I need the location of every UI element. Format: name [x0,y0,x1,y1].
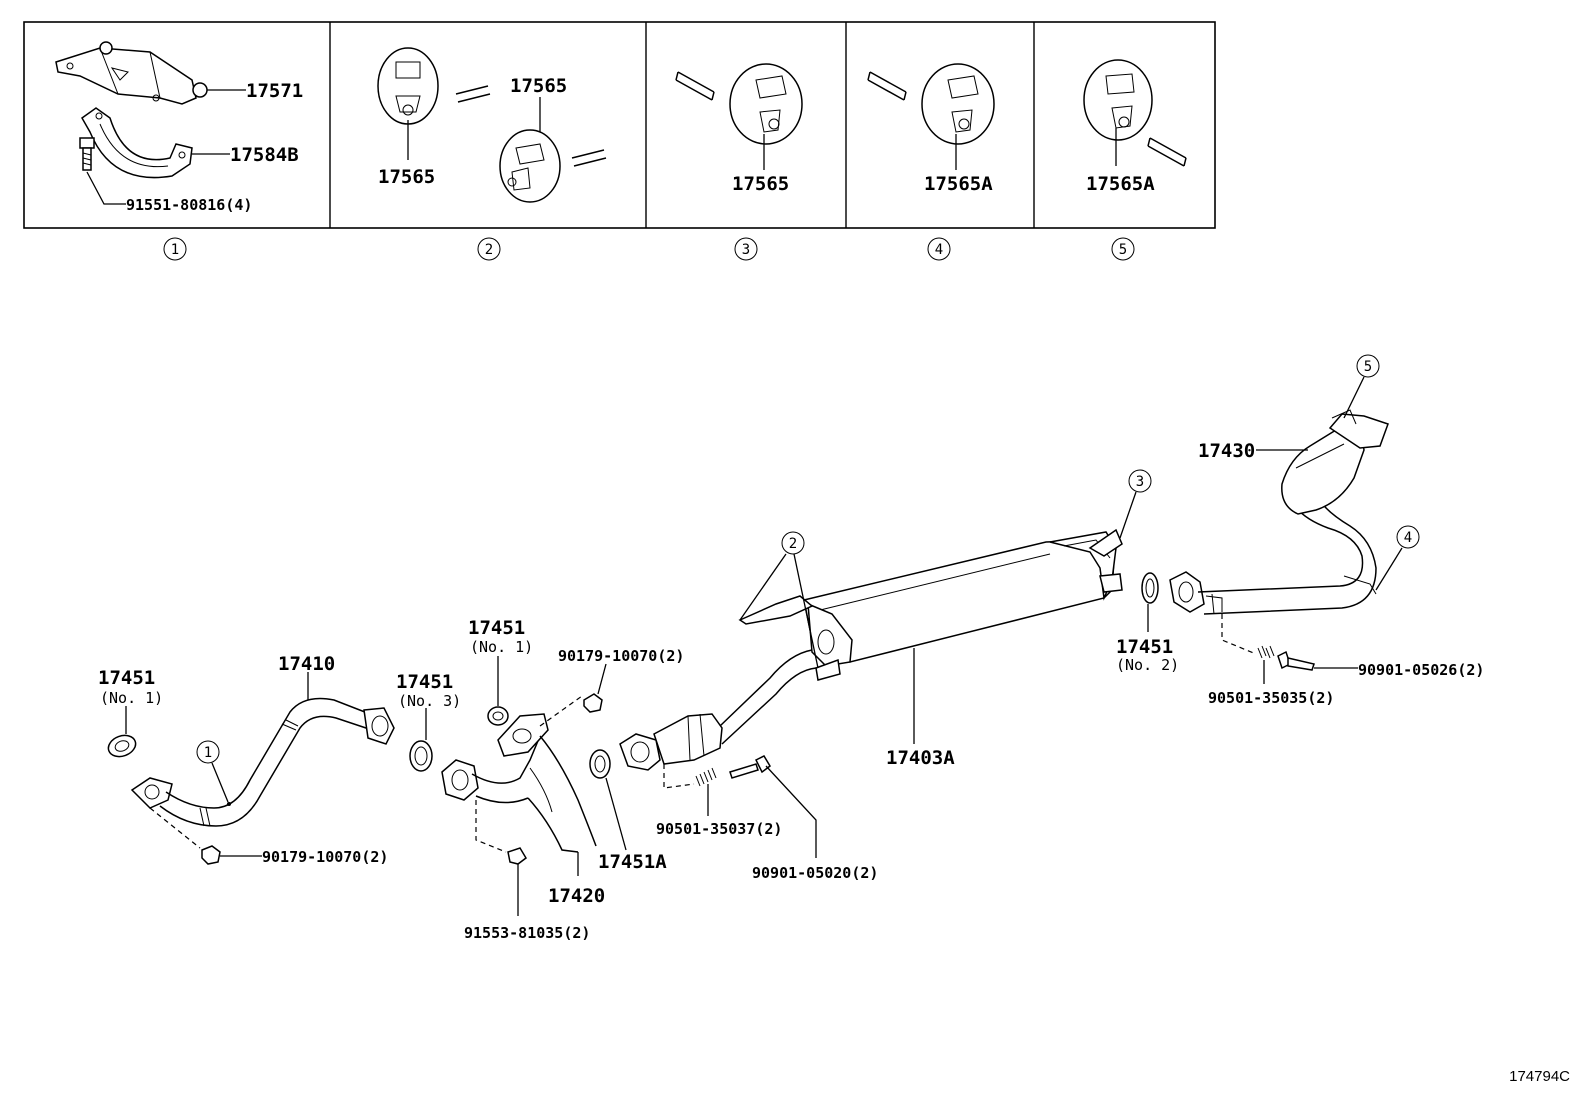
label-17565A-a: 17565A [924,173,993,195]
label-17565-c: 17565 [732,173,789,195]
clamp-17584B-drawing [81,107,193,179]
label-17565-a: 17565 [378,166,435,188]
svg-text:2: 2 [485,242,493,258]
label-17565A-b: 17565A [1086,173,1155,195]
center-pipe-17420-drawing [441,713,597,853]
bolt-91551-drawing [79,137,95,171]
inset-ref-1: 1 [163,237,187,261]
inset-detail-panel [23,21,1216,229]
svg-text:3: 3 [742,242,750,258]
gasket-17451-no3-drawing [409,740,433,772]
bolt-91553-drawing [507,847,527,865]
label-90901-05020: 90901-05020(2) [752,864,878,882]
callout-3: 3 [1119,469,1152,539]
spring-90501-35035-drawing [1257,645,1275,659]
svg-text:5: 5 [1119,242,1127,258]
gasket-17451-left-drawing [107,734,137,758]
tail-pipe-17430-drawing [1169,409,1389,615]
inset-ref-2: 2 [477,237,501,261]
bracket-17571-drawing [55,41,208,105]
label-17451A: 17451A [598,851,667,873]
bolt-90901-05020-drawing [729,755,771,779]
label-90501-35037: 90501-35037(2) [656,820,782,838]
figure-id: 174794C [1509,1068,1570,1085]
label-90501-35035: 90501-35035(2) [1208,689,1334,707]
nut-90179-top-drawing [583,693,603,713]
svg-text:1: 1 [171,242,179,258]
label-17430: 17430 [1198,440,1255,462]
callout-1: 1 [196,740,231,806]
hanger-17565A-b-drawing [1083,59,1153,141]
label-17410: 17410 [278,653,335,675]
label-91551-80816: 91551-80816(4) [126,196,252,214]
inset-cell-4: 17565A [867,63,995,195]
label-17451-no2-sub: (No. 2) [1116,656,1179,674]
inset-ref-5: 5 [1111,237,1135,261]
gasket-17451-no2-drawing [1141,572,1159,604]
inset-ref-3: 3 [734,237,758,261]
inset-cell-2: 17565 17565 [377,47,607,203]
label-91553-81035: 91553-81035(2) [464,924,590,942]
inset-ref-4: 4 [927,237,951,261]
label-17451-mid: 17451 [468,617,525,639]
inset-cell-1: 17571 17584B 91551-80816(4) [55,41,303,214]
label-17451-mid-sub: (No. 1) [470,638,533,656]
label-17451-no3: 17451 [396,671,453,693]
svg-text:5: 5 [1364,359,1372,375]
callout-5: 5 [1343,354,1380,419]
main-muffler-17403A-drawing [619,528,1123,771]
nut-90179-bottom-drawing [201,845,221,865]
label-17420: 17420 [548,885,605,907]
label-17571: 17571 [246,80,303,102]
label-90179-10070-top: 90179-10070(2) [558,647,684,665]
spring-90501-35037-drawing [695,767,717,787]
hanger-17565A-a-drawing [921,63,995,145]
svg-text:4: 4 [935,242,943,258]
label-90901-05026: 90901-05026(2) [1358,661,1484,679]
callout-4: 4 [1375,525,1420,591]
label-17584B: 17584B [230,144,299,166]
front-pipe-17410-drawing [130,697,395,827]
label-17451-left-sub: (No. 1) [100,689,163,707]
svg-text:1: 1 [204,745,212,761]
label-90179-10070-bottom: 90179-10070(2) [262,848,388,866]
hanger-17565-b-drawing [499,129,561,203]
gasket-17451A-drawing [589,749,611,779]
label-17403A: 17403A [886,747,955,769]
inset-cell-5: 17565A [1083,59,1187,195]
label-17451-no2: 17451 [1116,636,1173,658]
gasket-17451-mid-drawing [487,706,509,726]
label-17451-no3-sub: (No. 3) [398,692,461,710]
svg-text:3: 3 [1136,474,1144,490]
bolt-90901-05026-drawing [1277,650,1315,671]
label-17565-b: 17565 [510,75,567,97]
inset-cell-3: 17565 [675,63,803,195]
hanger-17565-c-drawing [729,63,803,145]
svg-text:4: 4 [1404,530,1412,546]
svg-text:2: 2 [789,536,797,552]
hanger-17565-a-drawing [377,47,439,125]
callout-2: 2 [739,531,819,669]
label-17451-left: 17451 [98,667,155,689]
